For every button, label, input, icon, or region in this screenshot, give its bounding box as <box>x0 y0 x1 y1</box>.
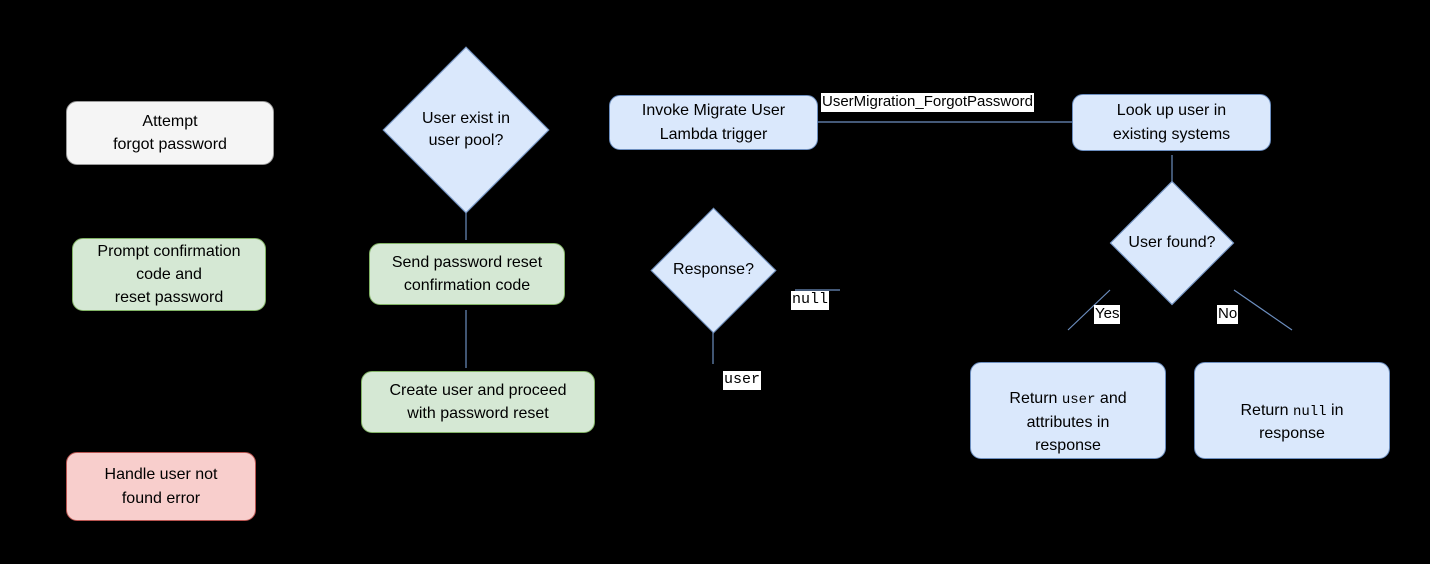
node-return-null-in-response[interactable]: Return null in response <box>1194 362 1390 459</box>
node-label: Invoke Migrate User Lambda trigger <box>641 102 786 143</box>
edge-label-yes: Yes <box>1094 305 1121 324</box>
code-token: user <box>1061 392 1096 409</box>
node-prompt-confirmation-code[interactable]: Prompt confirmation code and reset passw… <box>72 238 266 311</box>
node-label: Return null in response <box>1201 376 1383 446</box>
code-token: null <box>1292 403 1327 420</box>
node-label: Handle user not found error <box>104 466 218 507</box>
edge-label-user-migration-forgot-password: UserMigration_ForgotPassword <box>821 93 1034 112</box>
node-label: Return user and attributes in response <box>977 364 1159 457</box>
decision-label: User exist in user pool? <box>421 109 511 149</box>
node-send-password-reset-confirmation-code[interactable]: Send password reset confirmation code <box>369 243 565 305</box>
node-label: Prompt confirmation code and reset passw… <box>97 242 241 307</box>
node-label: Create user and proceed with password re… <box>389 381 567 422</box>
edge-userfound-no <box>1233 289 1293 331</box>
node-look-up-user-in-existing-systems[interactable]: Look up user in existing systems <box>1072 94 1271 151</box>
node-attempt-forgot-password[interactable]: Attempt forgot password <box>66 101 274 165</box>
node-label: Attempt forgot password <box>113 112 227 153</box>
edge-label-no: No <box>1217 305 1239 324</box>
node-create-user-and-proceed[interactable]: Create user and proceed with password re… <box>361 371 595 433</box>
decision-user-found[interactable]: User found? <box>1109 180 1235 306</box>
text-before: Return <box>1009 390 1062 408</box>
edge-label-user: user <box>723 371 762 390</box>
decision-label: User found? <box>1128 233 1216 251</box>
node-handle-user-not-found-error[interactable]: Handle user not found error <box>66 452 256 521</box>
decision-user-exist-in-user-pool[interactable]: User exist in user pool? <box>382 46 550 214</box>
node-return-user-and-attributes[interactable]: Return user and attributes in response <box>970 362 1166 459</box>
node-label: Look up user in existing systems <box>1112 102 1231 143</box>
decision-label: Response? <box>673 261 754 279</box>
node-label: Send password reset confirmation code <box>391 253 543 294</box>
node-invoke-migrate-user-lambda-trigger[interactable]: Invoke Migrate User Lambda trigger <box>609 95 818 150</box>
edge-userfound-yes <box>1067 289 1111 331</box>
text-after: and attributes in response <box>1026 390 1127 454</box>
text-before: Return <box>1240 401 1293 419</box>
text-after: in response <box>1259 401 1344 443</box>
decision-response[interactable]: Response? <box>650 207 777 334</box>
edge-label-null: null <box>791 291 830 310</box>
